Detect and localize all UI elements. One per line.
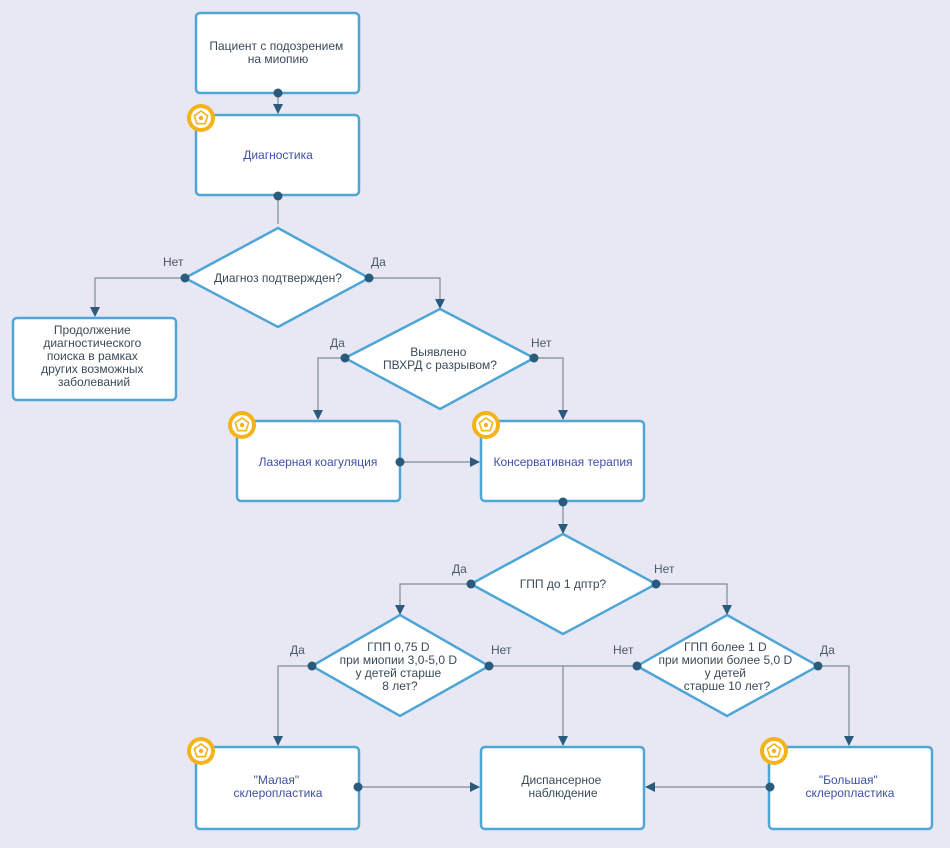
- edge-label-gpp075-no: Нет: [491, 643, 512, 657]
- dot-gppmore-left: [632, 661, 642, 671]
- edge-labels: Нет Да Да Нет Да Нет Да Нет Нет Да: [163, 255, 835, 657]
- steering-wheel-icon: [187, 104, 215, 132]
- arrowhead-laser: [313, 410, 323, 420]
- edge-label-gpp075-yes: Да: [290, 643, 305, 657]
- dot-start-bottom: [273, 88, 283, 98]
- arrowhead-pvhrd: [435, 299, 445, 309]
- arrowhead-continue-search: [90, 307, 100, 317]
- edges: [94, 93, 850, 788]
- steering-wheel-icon: [760, 737, 788, 765]
- decision-gpp075[interactable]: ГПП 0,75 D при миопии 3,0-5,0 D у детей …: [309, 613, 492, 718]
- edge-label-gppmore-no: Нет: [613, 643, 634, 657]
- decision-diag-confirmed-label: Диагноз подтвержден?: [214, 271, 342, 285]
- dot-conservative-bottom: [558, 497, 568, 507]
- decision-pvhrd[interactable]: Выявлено ПВХРД с разрывом?: [342, 307, 537, 411]
- node-laser-label: Лазерная коагуляция: [259, 455, 378, 469]
- dot-gppmore-right: [813, 661, 823, 671]
- edge-label-pvhrd-yes: Да: [330, 336, 345, 350]
- dot-gpp1-right: [651, 579, 661, 589]
- edge-diag-no: [94, 277, 185, 311]
- node-dispensary[interactable]: Диспансерное наблюдение: [479, 745, 646, 831]
- edge-label-gpp1-no: Нет: [654, 562, 675, 576]
- decision-gpp-more1[interactable]: ГПП более 1 D при миопии более 5,0 D у д…: [634, 613, 821, 718]
- dot-small-right: [353, 782, 363, 792]
- node-diagnostics[interactable]: Диагностика: [194, 113, 361, 197]
- arrowhead-big-scleroplasty: [844, 736, 854, 746]
- arrowhead-dispensary-left: [470, 782, 480, 792]
- node-continue-search-label: Продолжение диагностического поиска в ра…: [41, 323, 147, 389]
- node-laser[interactable]: Лазерная коагуляция: [235, 419, 402, 503]
- decision-gpp075-label: ГПП 0,75 D при миопии 3,0-5,0 D у детей …: [340, 640, 461, 693]
- node-small-scleroplasty-label: "Малая" склеропластика: [234, 773, 323, 800]
- edge-label-diag-no: Нет: [163, 255, 184, 269]
- dot-diagnostics-bottom: [273, 191, 283, 201]
- node-small-scleroplasty[interactable]: "Малая" склеропластика: [194, 745, 361, 831]
- node-conservative-label: Консервативная терапия: [493, 455, 632, 469]
- decision-pvhrd-label: Выявлено ПВХРД с разрывом?: [383, 345, 497, 372]
- dot-pvhrd-left: [340, 353, 350, 363]
- arrowheads: [90, 104, 854, 792]
- arrowhead-conservative-left: [470, 457, 480, 467]
- steering-wheel-icon: [187, 737, 215, 765]
- edge-label-gppmore-yes: Да: [820, 643, 835, 657]
- decision-gpp1[interactable]: ГПП до 1 дптр?: [468, 532, 659, 636]
- arrowhead-small-scleroplasty: [273, 736, 283, 746]
- decision-gpp-more1-label: ГПП более 1 D при миопии более 5,0 D у д…: [658, 640, 795, 693]
- arrowhead-gpp1: [558, 524, 568, 534]
- edge-pvhrd-yes: [317, 357, 345, 414]
- dot-gpp075-left: [307, 661, 317, 671]
- node-continue-search[interactable]: Продолжение диагностического поиска в ра…: [11, 316, 178, 402]
- arrowhead-dispensary-top: [558, 736, 568, 746]
- dot-big-left: [765, 782, 775, 792]
- arrowhead-gpp075: [395, 605, 405, 615]
- node-diagnostics-label: Диагностика: [243, 148, 313, 162]
- dot-diag-right: [364, 273, 374, 283]
- steering-wheel-icon: [472, 411, 500, 439]
- decision-diag-confirmed[interactable]: Диагноз подтвержден?: [182, 226, 372, 329]
- dot-laser-right: [395, 457, 405, 467]
- node-big-scleroplasty-label: "Большая" склеропластика: [806, 773, 895, 800]
- node-start[interactable]: Пациент с подозрением на миопию: [194, 11, 361, 95]
- connector-dots: [180, 88, 823, 792]
- dot-gpp075-right: [484, 661, 494, 671]
- edge-label-diag-yes: Да: [371, 255, 386, 269]
- node-conservative[interactable]: Консервативная терапия: [479, 419, 646, 503]
- edge-gpp075-yes: [277, 665, 312, 740]
- edge-gpp1-yes: [399, 583, 471, 609]
- edge-label-gpp1-yes: Да: [452, 562, 467, 576]
- edge-gpp1-no: [656, 583, 728, 609]
- dot-gpp1-left: [466, 579, 476, 589]
- arrowhead-conservative-top: [558, 410, 568, 420]
- steering-wheel-icon: [228, 411, 256, 439]
- edge-diag-yes: [369, 277, 441, 303]
- arrowhead-gpp-more1: [722, 605, 732, 615]
- edge-label-pvhrd-no: Нет: [531, 336, 552, 350]
- node-big-scleroplasty[interactable]: "Большая" склеропластика: [767, 745, 934, 831]
- arrowhead-diagnostics: [273, 104, 283, 114]
- edge-gpp075-no: [489, 665, 564, 740]
- dot-diag-left: [180, 273, 190, 283]
- edge-pvhrd-no: [534, 357, 564, 414]
- node-dispensary-label: Диспансерное наблюдение: [521, 773, 604, 800]
- decision-gpp1-label: ГПП до 1 дптр?: [520, 577, 607, 591]
- node-start-label: Пациент с подозрением на миопию: [209, 39, 346, 66]
- dot-pvhrd-right: [529, 353, 539, 363]
- edge-gppmore-yes: [818, 665, 850, 740]
- arrowhead-dispensary-right: [645, 782, 655, 792]
